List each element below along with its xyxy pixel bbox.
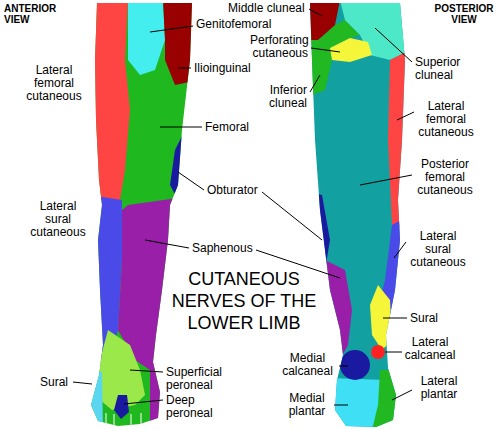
view-heading: POSTERIOR VIEW: [432, 3, 496, 25]
leader-line: [130, 370, 163, 372]
nerve-label: Inferior cluneal: [252, 84, 307, 110]
leader-line: [383, 318, 407, 319]
obturator-region: [170, 130, 200, 200]
leader-line: [392, 390, 412, 400]
nerve-label: Superficial peroneal: [166, 366, 236, 392]
nerve-label: Medial calcaneal: [280, 352, 335, 378]
nerve-label: Ilioinguinal: [194, 62, 251, 75]
nerve-label: Lateral femoral cutaneous: [24, 64, 84, 103]
femoral-region: [80, 0, 210, 429]
nerve-label: Lateral sural cutaneous: [28, 200, 88, 239]
nerve-label: Lateral plantar: [414, 375, 464, 401]
leader-line: [334, 405, 348, 406]
nerve-label: Genitofemoral: [196, 18, 271, 31]
perforating-region: [330, 38, 372, 62]
leader-line: [394, 242, 406, 258]
anterior-leg: [80, 0, 210, 429]
nerve-label: Lateral femoral cutaneous: [416, 100, 476, 139]
nerve-label: Sural: [40, 376, 68, 389]
nerve-label: Deep peroneal: [166, 394, 226, 420]
leader-line: [375, 28, 412, 62]
genitofemoral-region: [128, 0, 165, 75]
lateral-femoral-cutaneous-region: [388, 50, 410, 230]
leader-line: [145, 240, 189, 248]
nerve-label: Superior cluneal: [415, 56, 475, 82]
toe-line: [141, 413, 142, 426]
leader-line: [309, 9, 322, 16]
deep-peroneal-region: [114, 395, 129, 419]
leader-line: [360, 175, 412, 185]
leader-line: [339, 366, 348, 367]
leader-line: [385, 352, 402, 353]
view-heading: ANTERIOR VIEW: [4, 3, 68, 25]
nerve-label: Saphenous: [192, 242, 253, 255]
leader-line: [124, 400, 163, 404]
leader-line: [160, 127, 202, 128]
leader-line: [262, 192, 322, 240]
nerve-label: Perforating cutaneous: [250, 34, 308, 60]
leader-lines: [73, 9, 414, 405]
sural-region: [85, 370, 103, 429]
nerve-label: Medial plantar: [282, 392, 332, 418]
lateral-calcaneal-region: [371, 345, 385, 359]
nerve-label: Lateral calcaneal: [400, 336, 460, 362]
toe-line: [131, 414, 132, 426]
nerve-label: Sural: [410, 312, 438, 325]
leader-line: [178, 68, 191, 69]
nerve-label: Middle cluneal: [228, 2, 305, 15]
nerve-label: Lateral sural cutaneous: [408, 230, 468, 269]
leader-line: [178, 172, 204, 190]
toe-line: [106, 413, 107, 426]
obturator-region: [300, 190, 330, 270]
diagram-title: CUTANEOUS NERVES OF THE LOWER LIMB: [168, 268, 320, 334]
nerve-label: Femoral: [205, 121, 249, 134]
toe-line: [114, 414, 115, 426]
nerve-label: Obturator: [207, 184, 258, 197]
medial-calcaneal-region: [340, 350, 370, 380]
leader-line: [73, 382, 92, 384]
lateral-plantar-region: [372, 370, 410, 429]
leader-line: [311, 48, 340, 52]
leader-line: [397, 112, 414, 120]
leader-line: [310, 75, 320, 92]
nerve-label: Posterior femoral cutaneous: [414, 158, 476, 197]
lateral-femoral-cutaneous-region: [90, 0, 130, 200]
leader-line: [150, 26, 193, 32]
